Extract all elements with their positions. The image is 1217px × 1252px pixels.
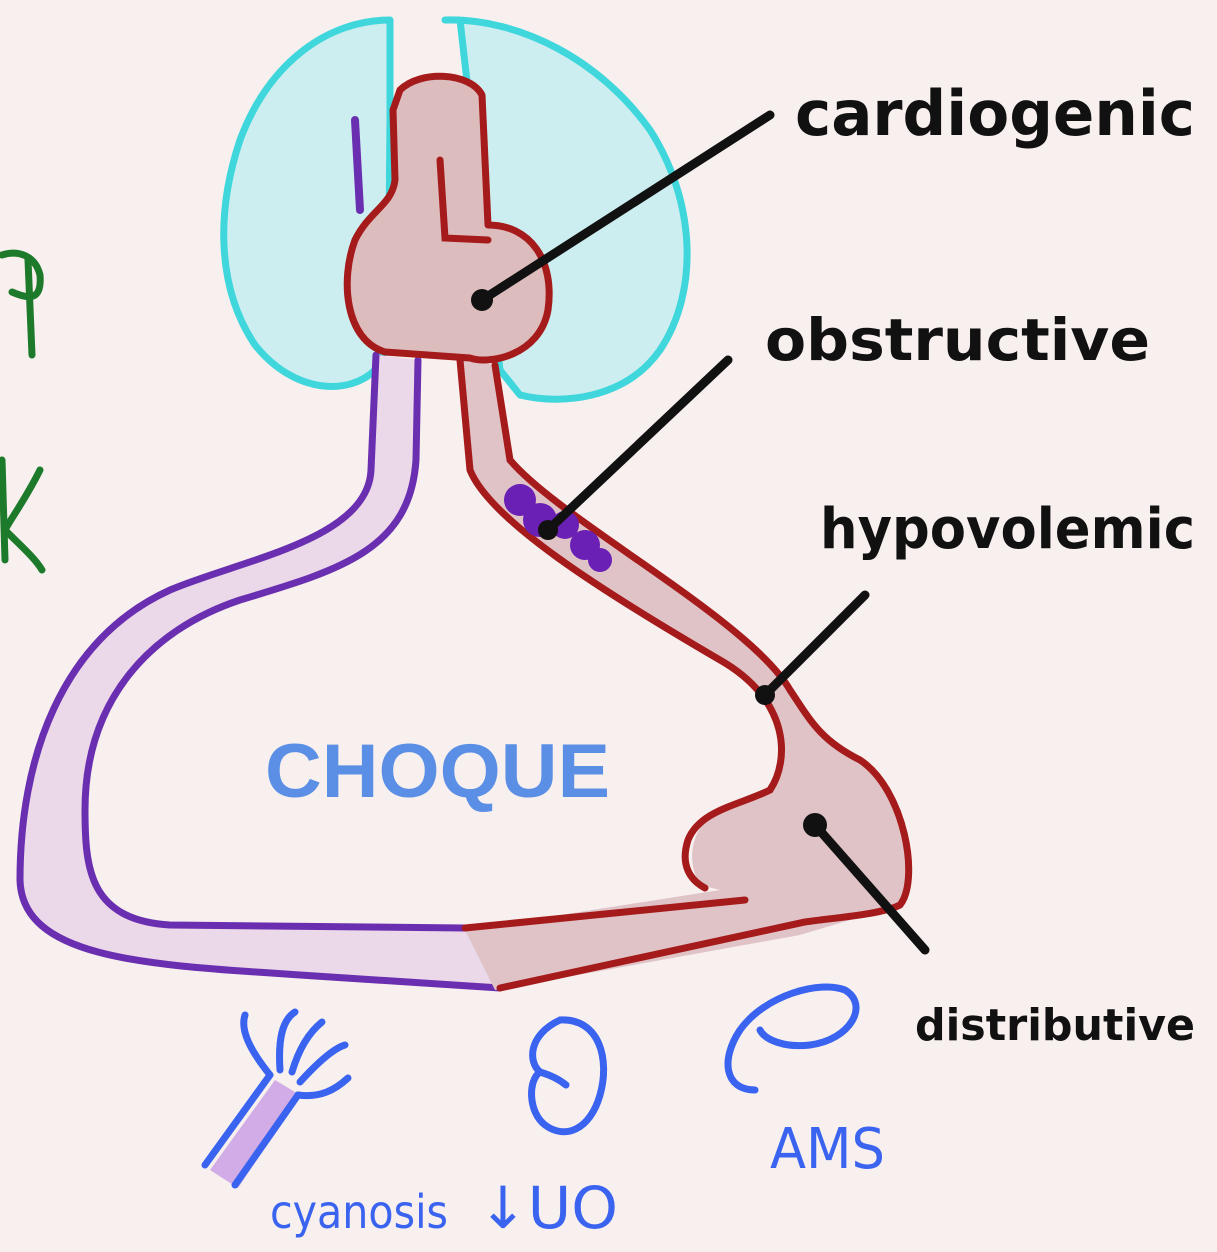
hypovolemic-pointer [765, 595, 865, 695]
label-distributive: distributive [915, 1000, 1195, 1051]
label-ams: AMS [770, 1117, 885, 1182]
label-urine-output: ↓UO [478, 1174, 618, 1242]
hand-icon [205, 1012, 348, 1188]
label-cardiogenic: cardiogenic [795, 77, 1195, 150]
cardiogenic-dot [471, 289, 493, 311]
label-hypovolemic: hypovolemic [820, 497, 1195, 562]
brain-icon [728, 987, 856, 1090]
label-obstructive: obstructive [765, 306, 1150, 374]
margin-marks [2, 253, 42, 570]
hypovolemic-dot [755, 685, 775, 705]
kidney-icon [532, 1020, 604, 1132]
arterial-circulation [460, 360, 909, 990]
label-cyanosis: cyanosis [270, 1185, 448, 1239]
distributive-dot [803, 813, 827, 837]
obstructive-dot [538, 520, 558, 540]
title-choque: CHOQUE [265, 729, 610, 814]
